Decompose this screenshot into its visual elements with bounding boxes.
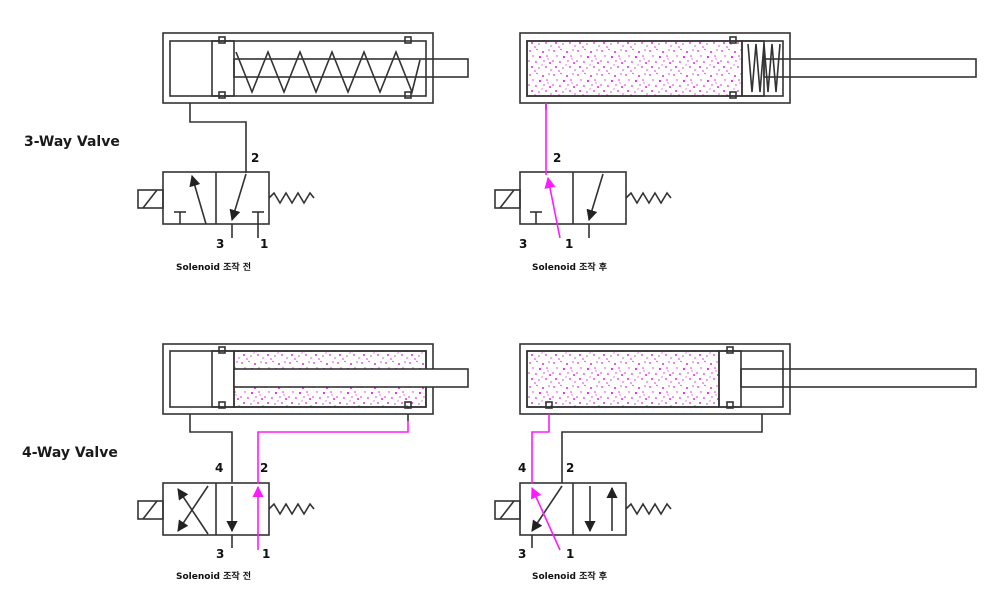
spring-icon (235, 49, 421, 95)
valve-3way-after (494, 171, 672, 238)
port-2-4way-before: 2 (260, 461, 268, 475)
port-1-3way-after: 1 (565, 237, 573, 251)
port-1-4way-after: 1 (566, 547, 574, 561)
port-2-4way-after: 2 (566, 461, 574, 475)
caption-4way-after: Solenoid 조작 후 (532, 570, 608, 582)
port-4-4way-after: 4 (518, 461, 526, 475)
port-2-3way-before: 2 (251, 151, 259, 165)
cylinder-4way-after (519, 343, 977, 421)
port-1-3way-before: 1 (260, 237, 268, 251)
valve-4way-before (137, 482, 315, 548)
row-label-3way: 3-Way Valve (24, 134, 120, 150)
port-3-4way-after: 3 (518, 547, 526, 561)
caption-4way-before: Solenoid 조작 전 (176, 570, 251, 582)
port-3-4way-before: 3 (216, 547, 224, 561)
cylinder-4way-before (162, 343, 469, 421)
row-label-4way: 4-Way Valve (22, 445, 118, 461)
cylinder-3way-before (162, 32, 469, 110)
valve-3way-before (137, 171, 315, 238)
port-3-3way-before: 3 (216, 237, 224, 251)
port-3-3way-after: 3 (519, 237, 527, 251)
cylinder-3way-after (519, 32, 977, 110)
compressed-spring-icon (747, 43, 781, 93)
port-4-4way-before: 4 (215, 461, 223, 475)
port-1-4way-before: 1 (262, 547, 270, 561)
caption-3way-before: Solenoid 조작 전 (176, 261, 251, 273)
caption-3way-after: Solenoid 조작 후 (532, 261, 608, 273)
port-2-3way-after: 2 (553, 151, 561, 165)
air-flow-lines (252, 103, 561, 551)
valve-4way-after (494, 482, 672, 548)
